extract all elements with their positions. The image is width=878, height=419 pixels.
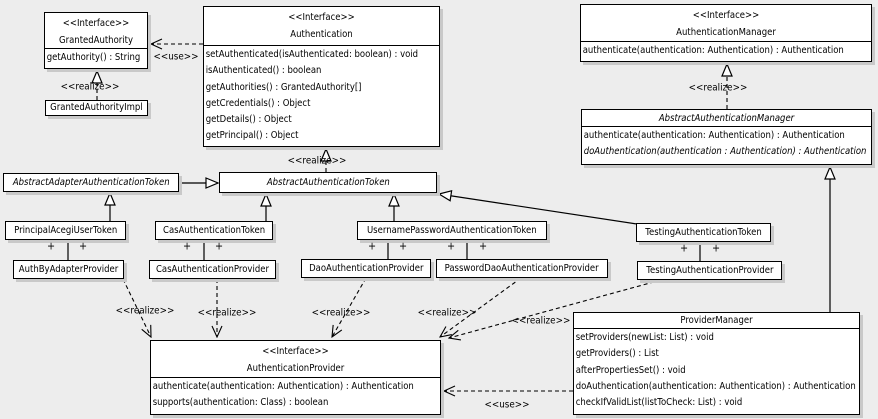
class-provider-manager[interactable]: ProviderManager setProviders(newList: Li… [573,312,860,415]
method-label: supports(authentication: Class) : boolea… [152,397,329,409]
method-label: doAuthentication(authentication: Authent… [575,380,856,392]
use-label: <<use>> [153,51,199,63]
method-label: getPrincipal() : Object [205,130,299,142]
method-label: getDetails() : Object [205,114,292,126]
method-label: setAuthenticated(isAuthenticated: boolea… [205,49,419,60]
realize-label: <<realize>> [511,315,571,327]
class-abstract-authentication-token[interactable]: AbstractAuthenticationToken [219,172,437,193]
association-end-plus: + [46,239,56,253]
class-name: PrincipalAcegiUserToken [13,224,118,236]
interface-stereotype-label: <<Interface>> [692,10,760,21]
realize-testingauthenticationprovider-authenticationprovider[interactable] [449,279,662,338]
class-username-password-authentication-token[interactable]: UsernamePasswordAuthenticationToken [357,221,547,240]
association-end-plus: + [367,239,377,253]
association-end-plus: + [679,241,689,255]
realize-authbyadapterprovider-authenticationprovider[interactable] [122,278,151,337]
method-label: authenticate(authentication: Authenticat… [582,45,844,56]
class-password-dao-authentication-provider[interactable]: PasswordDaoAuthenticationProvider [436,259,608,278]
class-authentication-manager[interactable]: <<Interface>> AuthenticationManager auth… [580,4,872,62]
association-end-plus: + [478,239,488,253]
method-label: isAuthenticated() : boolean [205,65,322,77]
class-name: TestingAuthenticationToken [645,226,762,238]
class-name: AbstractAuthenticationManager [658,113,795,124]
realize-label: <<realize>> [311,307,371,319]
realize-label: <<realize>> [417,307,477,319]
class-abstract-adapter-authentication-token[interactable]: AbstractAdapterAuthenticationToken [3,173,179,192]
class-authentication[interactable]: <<Interface>> Authentication setAuthenti… [203,6,440,147]
class-testing-authentication-token[interactable]: TestingAuthenticationToken [636,223,771,242]
class-principal-acegi-user-token[interactable]: PrincipalAcegiUserToken [5,221,126,240]
class-name: AuthenticationManager [676,27,776,38]
method-label: authenticate(authentication: Authenticat… [583,130,845,141]
class-granted-authority[interactable]: <<Interface>> GrantedAuthority getAuthor… [44,12,148,69]
interface-stereotype-label: <<Interface>> [62,18,130,29]
class-name: AuthByAdapterProvider [18,263,119,275]
method-label: authenticate(authentication: Authenticat… [152,381,414,392]
realize-passworddaoauthenticationprovider-authenticationprovider[interactable] [440,277,522,337]
class-granted-authority-impl[interactable]: GrantedAuthorityImpl [45,100,148,116]
class-abstract-authentication-manager[interactable]: AbstractAuthenticationManager authentica… [581,109,872,165]
class-cas-authentication-provider[interactable]: CasAuthenticationProvider [149,260,276,279]
class-name: GrantedAuthorityImpl [50,102,143,113]
class-name: AbstractAuthenticationToken [266,176,390,188]
association-end-plus: + [78,239,88,253]
class-auth-by-adapter-provider[interactable]: AuthByAdapterProvider [13,260,124,279]
class-name: UsernamePasswordAuthenticationToken [367,224,537,236]
association-end-plus: + [446,239,456,253]
interface-stereotype-label: <<Interface>> [288,12,355,23]
class-testing-authentication-provider[interactable]: TestingAuthenticationProvider [637,261,782,280]
association-end-plus: + [711,241,721,255]
realize-label: <<realize>> [287,155,347,167]
class-name: AbstractAdapterAuthenticationToken [12,176,170,188]
association-end-plus: + [214,239,224,253]
association-end-plus: + [398,239,408,253]
method-label: getProviders() : List [575,348,659,360]
class-name: DaoAuthenticationProvider [308,262,424,274]
class-authentication-provider[interactable]: <<Interface>> AuthenticationProvider aut… [150,340,441,415]
method-label: getAuthority() : String [46,52,141,63]
class-name: GrantedAuthority [59,35,133,46]
class-name: AuthenticationProvider [246,363,345,374]
class-name: CasAuthenticationProvider [156,263,269,275]
realize-label: <<realize>> [197,307,257,319]
method-label: afterPropertiesSet() : void [575,364,686,376]
interface-stereotype-label: <<Interface>> [262,346,329,357]
method-label: setProviders(newList: List) : void [575,332,714,343]
class-name: ProviderManager [680,315,753,326]
generalization-testingauthenticationtoken-abstractauthenticationtoken[interactable] [439,194,638,225]
realize-label: <<realize>> [60,81,120,93]
class-name: CasAuthenticationToken [162,224,266,236]
method-label: getCredentials() : Object [205,97,311,109]
method-label: checkIfValidList(listToCheck: List) : vo… [575,397,743,409]
class-name: Authentication [290,29,353,40]
realize-label: <<realize>> [115,305,175,317]
class-name: TestingAuthenticationProvider [645,264,774,276]
method-label: doAuthentication(authentication : Authen… [583,146,867,158]
class-cas-authentication-token[interactable]: CasAuthenticationToken [155,221,273,240]
class-name: PasswordDaoAuthenticationProvider [444,262,600,274]
method-label: getAuthorities() : GrantedAuthority[] [205,81,362,93]
association-end-plus: + [182,239,192,253]
realize-label: <<realize>> [688,82,748,94]
realize-daoauthenticationprovider-authenticationprovider[interactable] [332,277,367,337]
class-dao-authentication-provider[interactable]: DaoAuthenticationProvider [301,259,431,278]
use-label: <<use>> [484,399,530,411]
